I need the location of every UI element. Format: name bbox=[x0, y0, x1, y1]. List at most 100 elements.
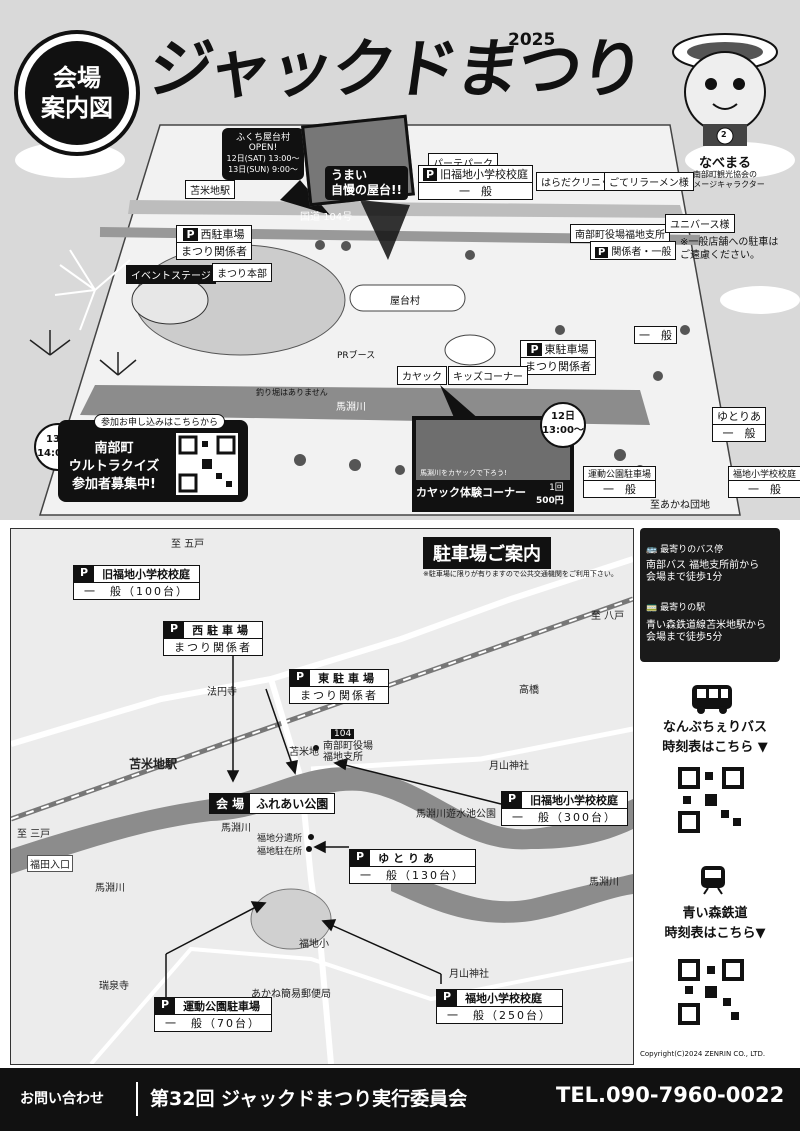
label-kayak: カヤック bbox=[397, 366, 447, 385]
lot-capacity: 一 般（300台） bbox=[512, 811, 617, 824]
label-no-fishing: 釣り堀はありません bbox=[256, 388, 328, 397]
bus-stop-text-1: 南部バス 福地支所前から bbox=[646, 560, 760, 571]
lot-capacity: 一 般（250台） bbox=[447, 1009, 552, 1022]
parking-type: 一 般 bbox=[722, 427, 756, 440]
lot-name: 東駐車場 bbox=[318, 672, 379, 685]
parking-yutoria: ゆとりあ 一 般 bbox=[712, 407, 766, 442]
rail-qr-code[interactable] bbox=[677, 958, 745, 1026]
footer-organizer: 第32回 ジャックドまつり実行委員会 bbox=[150, 1088, 468, 1110]
parking-icon: P bbox=[74, 566, 95, 582]
yatai-open-day12: 12日(SAT) 13:00〜 bbox=[226, 154, 300, 163]
venue-tag: 会 場 bbox=[210, 794, 251, 813]
parking-map-art bbox=[11, 556, 633, 1064]
parking-general-right: 一 般 bbox=[634, 326, 677, 344]
mascot-illustration bbox=[672, 33, 778, 146]
parking-type: まつり関係者 bbox=[525, 360, 591, 373]
label-river: 馬淵川 bbox=[336, 402, 366, 413]
place-zuisenji: 瑞泉寺 bbox=[99, 981, 129, 992]
bus-icon bbox=[690, 683, 734, 715]
place-branch-2: 福地支所 bbox=[323, 752, 363, 763]
parking-type: まつり関係者 bbox=[181, 245, 247, 258]
place-river-3: 馬淵川 bbox=[589, 877, 619, 888]
quiz-line2: ウルトラクイズ bbox=[68, 459, 160, 474]
mascot-name: なべまる bbox=[698, 156, 751, 171]
label-route: 国道 104号 bbox=[300, 212, 353, 223]
place-branch-1: 南部町役場 bbox=[323, 741, 373, 752]
parking-type: 一 般 bbox=[748, 483, 781, 496]
parking-icon: P bbox=[164, 622, 185, 638]
access-info: 🚌 最寄りのバス停 南部バス 福地支所前から 会場まで徒歩1分 🚃 最寄りの駅 … bbox=[640, 528, 780, 662]
mascot-badge: 2 bbox=[721, 130, 727, 139]
label-universe: ユニバース様 bbox=[665, 214, 735, 233]
rail-timetable-title-2[interactable]: 時刻表はこちら▼ bbox=[664, 926, 766, 941]
parking-icon: P bbox=[155, 998, 176, 1014]
notice-line2: ご遠慮ください。 bbox=[680, 250, 760, 261]
parking-type: 一 般 bbox=[459, 185, 493, 198]
badge-line1: 会場 bbox=[53, 64, 101, 92]
kayak-time: 13:00〜 bbox=[542, 425, 584, 436]
lot-capacity: 一 般（130台） bbox=[360, 869, 465, 882]
bus-timetable-title-2[interactable]: 時刻表はこちら ▼ bbox=[662, 740, 768, 755]
footer-tel[interactable]: TEL.090-7960-0022 bbox=[556, 1083, 785, 1107]
parking-name: 運動公園駐車場 bbox=[584, 467, 656, 481]
umai-line2: 自慢の屋台!! bbox=[331, 183, 402, 197]
venue-name: ふれあい公園 bbox=[250, 794, 335, 813]
lot-name: 西駐車場 bbox=[192, 624, 253, 637]
label-to-akane: 至あかね団地 bbox=[650, 500, 710, 511]
parking-icon: P bbox=[350, 850, 371, 866]
route-104-sign: 104 bbox=[331, 729, 355, 739]
notice-line1: ※一般店舗への駐車は bbox=[680, 237, 779, 248]
place-police: 福地駐在所 bbox=[257, 847, 303, 857]
lot-name: 旧福地小学校校庭 bbox=[530, 794, 619, 807]
parking-name: 東駐車場 bbox=[544, 343, 589, 356]
parking-icon: P bbox=[502, 792, 523, 808]
kayak-caption: 馬淵川をカヤックで下ろう! bbox=[420, 469, 507, 477]
place-river-2: 馬淵川 bbox=[95, 883, 125, 894]
kayak-date-badge: 12日 13:00〜 bbox=[540, 402, 586, 448]
parking-name: 西駐車場 bbox=[200, 228, 245, 241]
parking-heading: 駐車場ご案内 bbox=[423, 537, 551, 569]
bus-qr-code[interactable] bbox=[677, 766, 745, 834]
footer-divider bbox=[136, 1082, 138, 1116]
parking-name: 旧福地小学校校庭 bbox=[440, 168, 529, 181]
parking-map: 駐車場ご案内 ※駐車場に限りが有りますので公共交通機関をご利用下さい。 P 旧福地… bbox=[10, 528, 634, 1065]
umai-line1: うまい bbox=[331, 168, 368, 182]
place-fukuda-iriguchi: 福田入口 bbox=[27, 855, 73, 872]
parking-icon: P bbox=[527, 343, 542, 356]
kayak-price: 500円 bbox=[536, 496, 564, 506]
event-year: 2025 bbox=[508, 30, 556, 50]
place-branch-post: 福地分遣所 bbox=[257, 834, 303, 844]
lot-capacity: 一 般（100台） bbox=[84, 585, 189, 598]
lot-name: 旧福地小学校校庭 bbox=[102, 568, 191, 581]
place-tomabechi: 苫米地 bbox=[289, 747, 319, 758]
yatai-open-line2: OPEN! bbox=[248, 143, 278, 153]
quiz-qr-code[interactable] bbox=[176, 433, 238, 495]
place-to-hachinohe: 至 八戸 bbox=[591, 611, 625, 622]
train-icon bbox=[698, 864, 728, 896]
label-pr-booth: PRブース bbox=[337, 351, 376, 361]
footer-contact: お問い合わせ bbox=[20, 1091, 104, 1107]
quiz-day: 13日 bbox=[36, 433, 80, 447]
label-station: 苫米地駅 bbox=[185, 180, 235, 199]
quiz-line1: 南部町 bbox=[94, 441, 134, 456]
venue-map-badge: 会場 案内図 bbox=[14, 30, 140, 156]
parking-name: ゆとりあ bbox=[713, 408, 765, 425]
place-hoenji: 法円寺 bbox=[207, 687, 237, 698]
mascot: 2 なべまる 南部町観光協会の イメージキャラクター bbox=[665, 20, 785, 190]
mascot-caption-1: 南部町観光協会の bbox=[693, 170, 757, 179]
lot-name: 福地小学校校庭 bbox=[465, 992, 543, 1005]
footer: お問い合わせ 第32回 ジャックドまつり実行委員会 TEL.090-7960-0… bbox=[0, 1068, 800, 1131]
parking-name: 福地小学校校庭 bbox=[729, 467, 800, 481]
map-copyright: Copyright(C)2024 ZENRIN CO., LTD. bbox=[640, 1050, 766, 1058]
station-label: 最寄りの駅 bbox=[660, 603, 706, 613]
place-tomabechi-station: 苫米地駅 bbox=[129, 757, 178, 771]
parking-icon: P bbox=[183, 228, 198, 241]
umai-banner: うまい 自慢の屋台!! bbox=[325, 166, 408, 200]
train-icon: 🚃 bbox=[646, 603, 661, 613]
parking-note: ※駐車場に限りが有りますので公共交通機関をご利用下さい。 bbox=[423, 570, 618, 578]
